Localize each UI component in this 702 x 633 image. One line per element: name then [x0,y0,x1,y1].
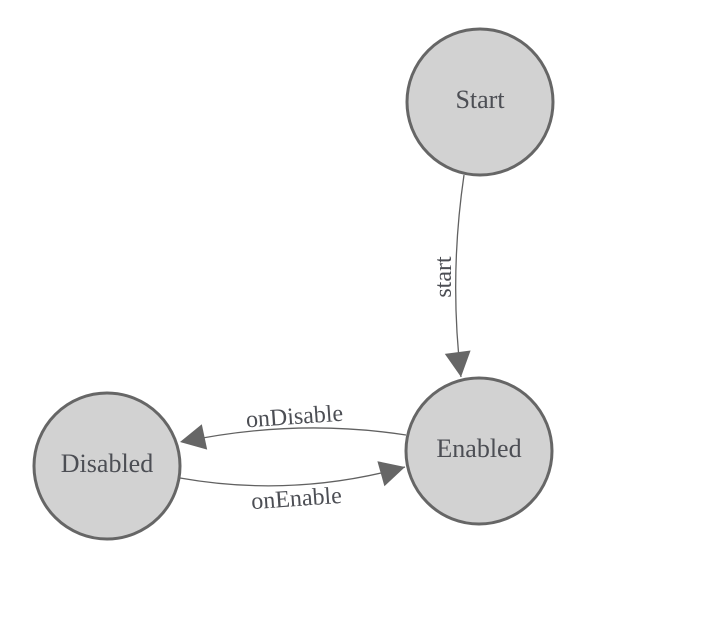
edge-label-start: start [431,256,457,298]
arrowhead-into-enabled-left [377,461,405,487]
state-node-disabled-label: Disabled [61,449,153,478]
state-node-enabled-label: Enabled [436,434,521,463]
state-node-disabled[interactable] [32,391,182,541]
state-node-start[interactable] [405,27,555,177]
edge-label-onenable: onEnable [250,483,342,515]
arrowhead-into-disabled [180,424,208,450]
edge-enabled-to-disabled [181,427,407,443]
state-node-enabled[interactable] [404,376,554,526]
state-node-start-label: Start [455,85,505,114]
edge-disabled-to-enabled [179,466,406,487]
arrowhead-into-enabled-top [444,350,471,377]
